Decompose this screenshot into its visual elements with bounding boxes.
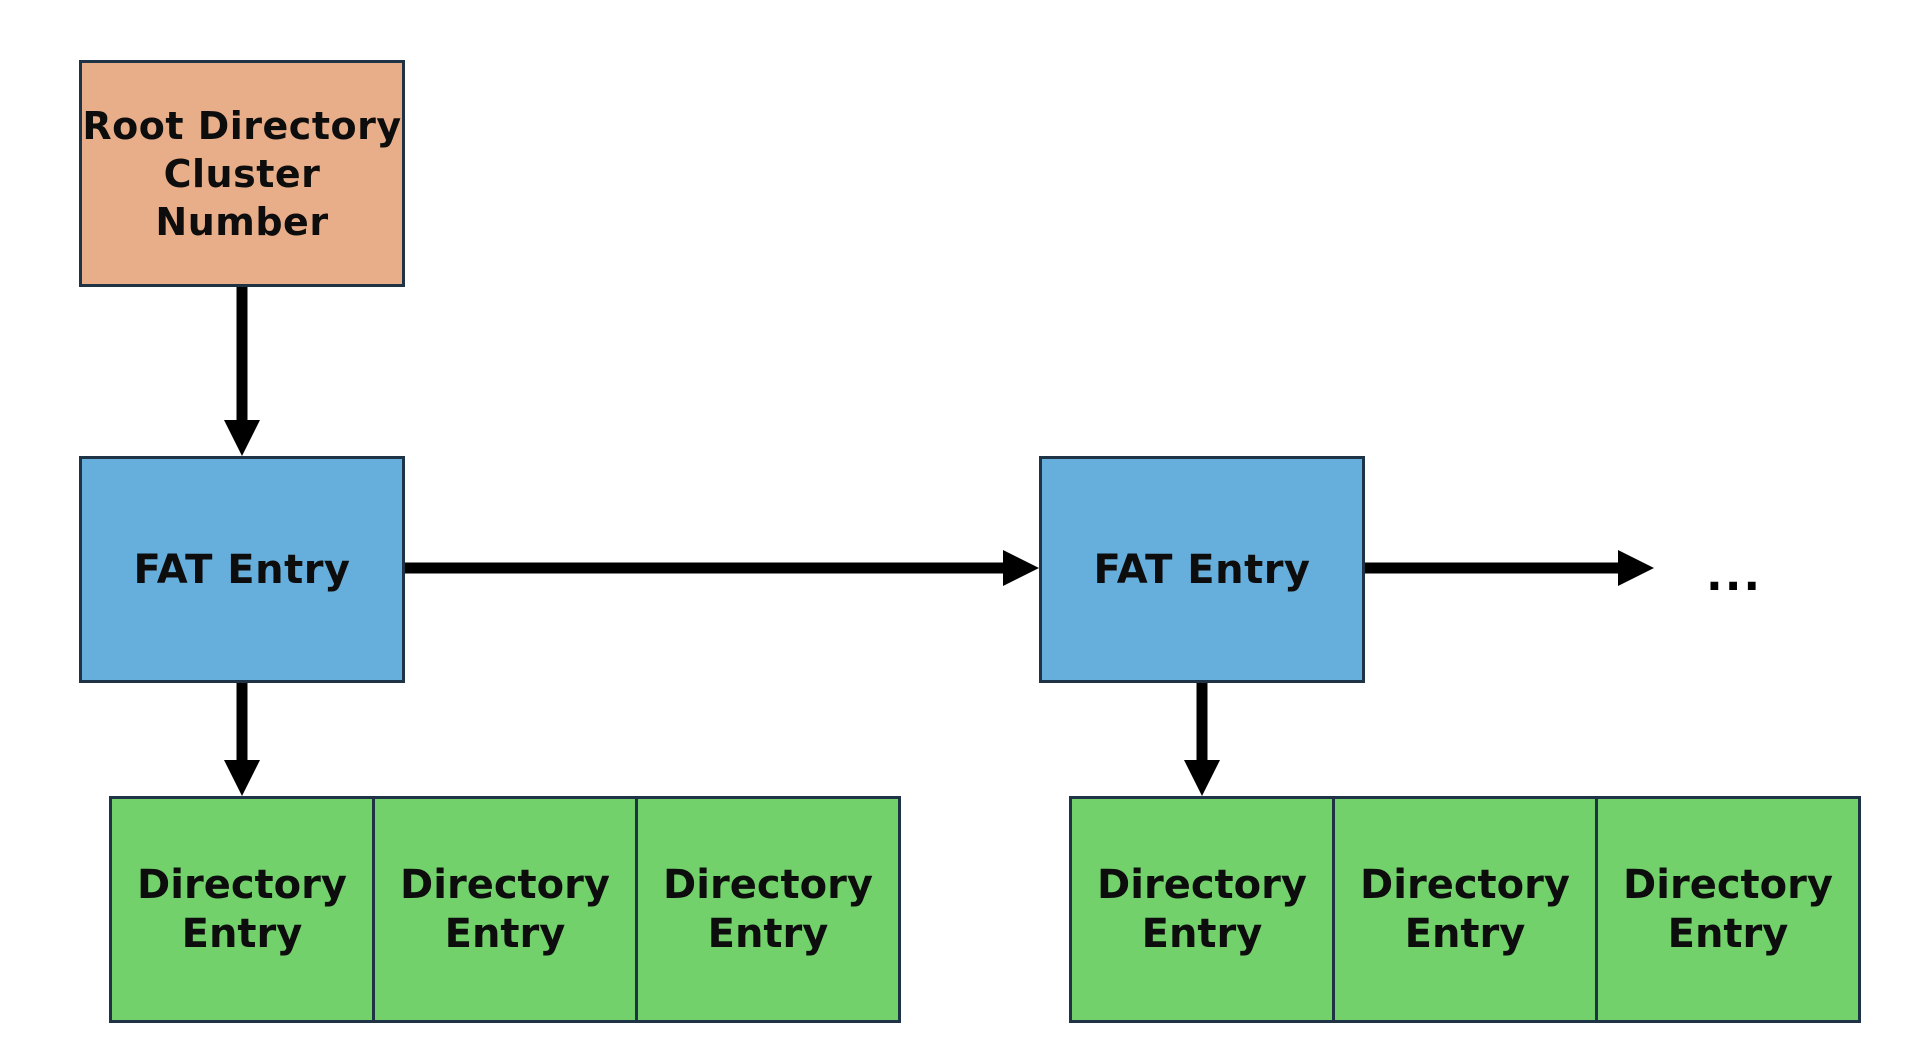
directory-entry-cell: Directory Entry (635, 796, 901, 1023)
fat-entry-box-1: FAT Entry (79, 456, 405, 683)
fat-entry-box-2: FAT Entry (1039, 456, 1365, 683)
directory-entry-cell: Directory Entry (1595, 796, 1861, 1023)
directory-entry-group-1: Directory Entry Directory Entry Director… (109, 796, 901, 1023)
directory-entry-cell: Directory Entry (1069, 796, 1335, 1023)
arrow-root-to-fat (224, 287, 260, 456)
directory-entry-cell: Directory Entry (1332, 796, 1598, 1023)
directory-entry-cell: Directory Entry (372, 796, 638, 1023)
continuation-ellipsis: ... (1706, 550, 1763, 601)
directory-entry-cell: Directory Entry (109, 796, 375, 1023)
root-directory-cluster-box: Root Directory Cluster Number (79, 60, 405, 287)
arrow-fat1-to-directory-entries (224, 683, 260, 796)
arrow-fat1-to-fat2 (405, 550, 1039, 586)
arrow-fat2-to-directory-entries (1184, 683, 1220, 796)
arrow-fat2-to-next (1365, 550, 1654, 586)
directory-entry-group-2: Directory Entry Directory Entry Director… (1069, 796, 1861, 1023)
